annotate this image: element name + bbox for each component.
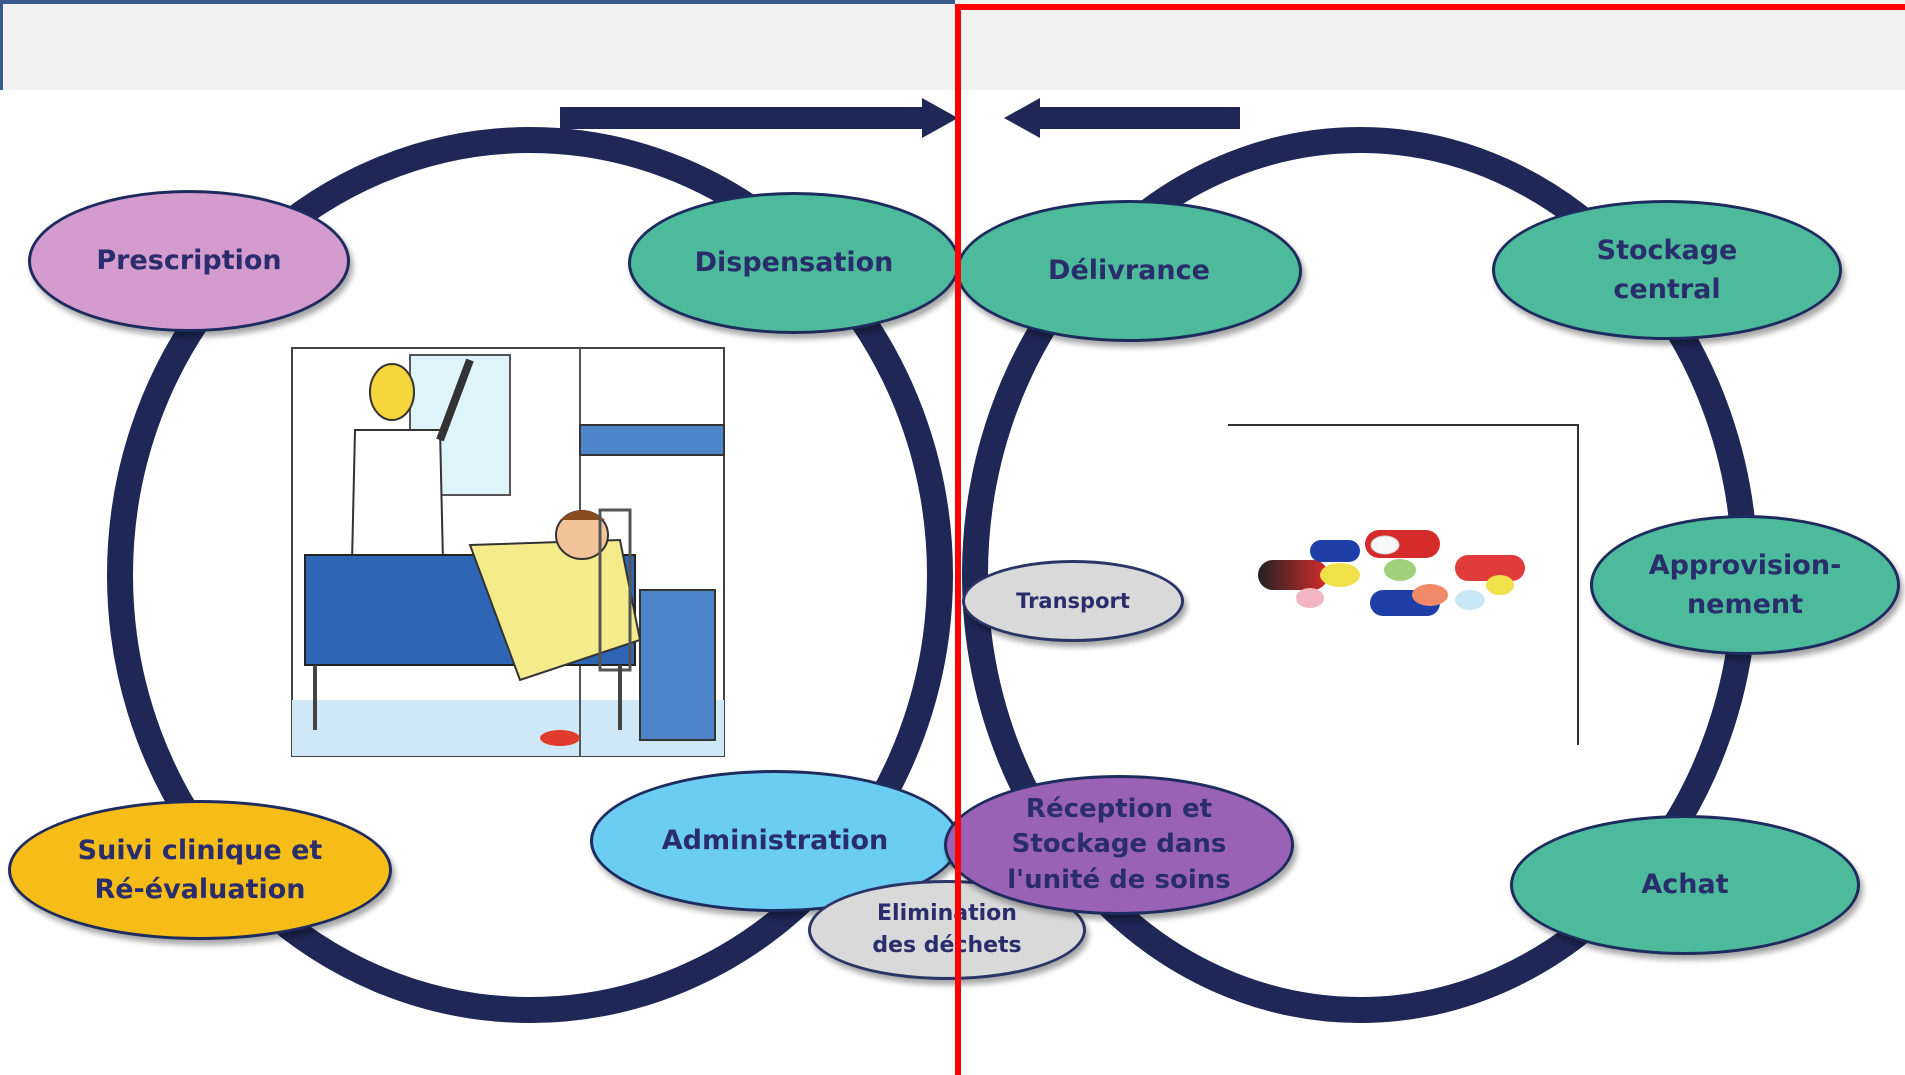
header-band-border xyxy=(0,0,955,90)
administration-label: Administration xyxy=(661,825,889,857)
suivi-label-line1: Suivi clinique et xyxy=(77,834,323,866)
suivi-clinique-node: Suivi clinique et Ré-évaluation xyxy=(8,800,392,940)
pills-frame xyxy=(1228,424,1579,745)
stockage-label-line2: central xyxy=(1613,274,1721,305)
reception-stockage-node: Réception et Stockage dans l'unité de so… xyxy=(944,775,1294,915)
stockage-central-node: Stockage central xyxy=(1492,200,1842,340)
arrow-left-head xyxy=(1004,98,1040,138)
suivi-label-line2: Ré-évaluation xyxy=(94,874,306,905)
reception-label-line3: l'unité de soins xyxy=(1007,864,1231,895)
header-band xyxy=(0,0,1905,90)
elimination-label-line2: des déchets xyxy=(872,933,1022,958)
arrow-right-head xyxy=(922,98,958,138)
nurse-patient-illustration xyxy=(291,347,725,757)
approvisionnement-node: Approvision- nement xyxy=(1590,515,1900,655)
dispensation-label: Dispensation xyxy=(694,247,894,279)
delivrance-label: Délivrance xyxy=(1048,255,1210,287)
elimination-label-line1: Elimination xyxy=(877,901,1017,927)
prescription-label: Prescription xyxy=(96,245,282,277)
prescription-node: Prescription xyxy=(28,190,350,332)
pills-photo xyxy=(1258,530,1525,616)
clinical-cycle-ring xyxy=(107,127,953,1023)
transport-label: Transport xyxy=(1016,588,1130,613)
delivrance-node: Délivrance xyxy=(956,200,1302,342)
approvisionnement-label-line2: nement xyxy=(1686,589,1804,620)
reception-label-line1: Réception et xyxy=(1025,794,1213,825)
approvisionnement-label-line1: Approvision- xyxy=(1648,549,1842,581)
achat-node: Achat xyxy=(1510,815,1860,955)
achat-label: Achat xyxy=(1641,869,1729,901)
reception-label-line2: Stockage dans xyxy=(1011,829,1227,860)
highlight-frame xyxy=(955,4,1905,1075)
stockage-label-line1: Stockage xyxy=(1596,234,1738,266)
dispensation-node: Dispensation xyxy=(628,192,960,334)
transport-node: Transport xyxy=(962,560,1184,642)
